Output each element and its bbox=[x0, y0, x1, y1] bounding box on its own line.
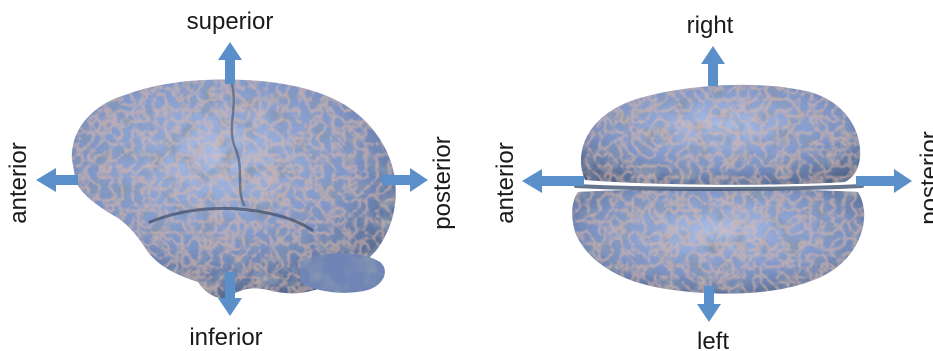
arrow-right-direction bbox=[701, 46, 725, 86]
lateral-brain-image bbox=[72, 80, 396, 299]
axial-brain-image bbox=[572, 85, 864, 294]
label-anterior-left-panel: anterior bbox=[5, 142, 32, 223]
axial-left-hemisphere-accents bbox=[572, 189, 864, 294]
label-inferior: inferior bbox=[189, 324, 262, 351]
label-superior: superior bbox=[187, 8, 274, 35]
axial-right-hemisphere-accents bbox=[581, 85, 860, 185]
arrow-posterior-axial bbox=[856, 169, 912, 193]
lateral-view-panel: superior inferior anterior posterior bbox=[5, 8, 456, 351]
label-posterior-right-panel: posterior bbox=[916, 131, 933, 224]
arrow-anterior-axial bbox=[522, 169, 584, 193]
axial-longitudinal-fissure bbox=[576, 186, 862, 189]
label-left: left bbox=[697, 328, 729, 351]
label-posterior-left-panel: posterior bbox=[429, 136, 456, 229]
label-right: right bbox=[687, 12, 734, 39]
arrow-anterior bbox=[36, 168, 78, 192]
lateral-cerebellum-shape bbox=[300, 253, 385, 293]
axial-view-panel: right left anterior posterior bbox=[492, 12, 933, 351]
arrow-superior bbox=[218, 42, 242, 84]
label-anterior-right-panel: anterior bbox=[492, 142, 519, 223]
